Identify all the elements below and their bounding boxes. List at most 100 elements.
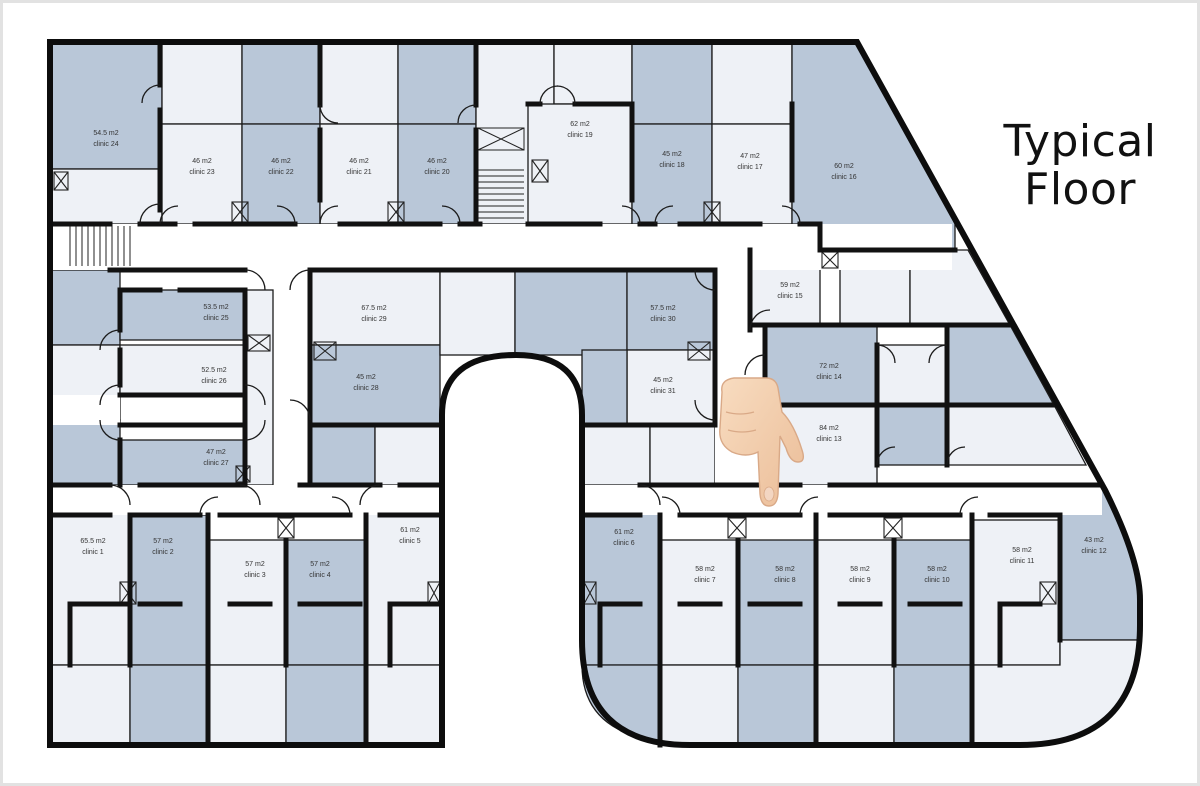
stair-icon — [69, 127, 525, 266]
label-area-5: 61 m2 — [400, 527, 420, 534]
label-area-10: 58 m2 — [927, 566, 947, 573]
label-name-8: clinic 8 — [774, 577, 796, 584]
label-area-28: 45 m2 — [356, 374, 376, 381]
room-clinic-1-fill — [51, 499, 131, 666]
label-name-14: clinic 14 — [816, 374, 841, 381]
wet-core — [244, 289, 274, 486]
room-block — [581, 349, 628, 426]
room-block — [631, 43, 713, 125]
label-area-17: 47 m2 — [740, 153, 760, 160]
label-area-19: 62 m2 — [570, 121, 590, 128]
room-block — [309, 424, 376, 486]
room-block — [737, 664, 817, 744]
label-area-22: 46 m2 — [271, 158, 291, 165]
room-clinic-22-fill — [241, 123, 321, 225]
title-line-1: Typical — [1003, 116, 1157, 167]
room-clinic-31-fill — [626, 349, 716, 426]
room-clinic-24-fill — [51, 43, 163, 170]
label-name-22: clinic 22 — [268, 169, 293, 176]
label-name-31: clinic 31 — [650, 388, 675, 395]
label-area-15: 59 m2 — [780, 282, 800, 289]
label-name-23: clinic 23 — [189, 169, 214, 176]
room-block — [711, 43, 793, 125]
label-name-18: clinic 18 — [659, 162, 684, 169]
room-clinic-17-fill — [711, 123, 793, 225]
room-labels: 54.5 m2 clinic 24 46 m2 clinic 23 46 m2 … — [80, 121, 1106, 584]
floor-title: Typical Floor — [985, 118, 1175, 213]
room-block — [51, 664, 131, 746]
label-name-28: clinic 28 — [353, 385, 378, 392]
label-area-2: 57 m2 — [153, 538, 173, 545]
room-block — [51, 269, 121, 346]
label-area-30: 57.5 m2 — [650, 305, 675, 312]
label-name-7: clinic 7 — [694, 577, 716, 584]
room-block — [51, 419, 121, 486]
label-name-12: clinic 12 — [1081, 548, 1106, 555]
room-block — [649, 424, 716, 486]
label-area-27: 47 m2 — [206, 449, 226, 456]
label-name-17: clinic 17 — [737, 164, 762, 171]
room-block — [285, 664, 367, 746]
label-area-29: 67.5 m2 — [361, 305, 386, 312]
room-clinic-11-fill — [971, 519, 1061, 666]
room-block — [439, 269, 516, 356]
door-swings — [99, 84, 979, 516]
room-block — [514, 269, 628, 356]
room-block — [581, 424, 651, 486]
room-clinic-2-fill — [129, 514, 209, 666]
label-name-10: clinic 10 — [924, 577, 949, 584]
room-block — [207, 664, 287, 746]
pointing-hand-icon — [719, 377, 805, 507]
room-block — [241, 43, 321, 125]
building-outline — [47, 39, 1143, 748]
label-area-26: 52.5 m2 — [201, 367, 226, 374]
label-area-31: 45 m2 — [653, 377, 673, 384]
label-name-9: clinic 9 — [849, 577, 871, 584]
label-area-21: 46 m2 — [349, 158, 369, 165]
label-name-15: clinic 15 — [777, 293, 802, 300]
label-area-16: 60 m2 — [834, 163, 854, 170]
shaft-icons — [53, 159, 1057, 605]
label-name-20: clinic 20 — [424, 169, 449, 176]
label-area-11: 58 m2 — [1012, 547, 1032, 554]
label-area-14: 72 m2 — [819, 363, 839, 370]
room-clinic-27-fill — [119, 439, 246, 486]
label-name-11: clinic 11 — [1010, 558, 1035, 565]
room-block — [319, 43, 399, 125]
room-block — [553, 43, 633, 105]
label-area-4: 57 m2 — [310, 561, 330, 568]
label-name-30: clinic 30 — [650, 316, 675, 323]
label-name-3: clinic 3 — [244, 572, 266, 579]
label-area-20: 46 m2 — [427, 158, 447, 165]
room-block — [876, 344, 948, 406]
room-clinic-26-fill — [119, 344, 246, 396]
room-block — [374, 424, 443, 486]
room-clinic-20-fill — [397, 123, 477, 225]
room-block — [659, 664, 739, 744]
label-name-13: clinic 13 — [816, 436, 841, 443]
label-area-24: 54.5 m2 — [93, 130, 118, 137]
room-clinic-23-fill — [161, 123, 243, 225]
label-name-16: clinic 16 — [831, 174, 856, 181]
room-block — [365, 664, 443, 746]
room-block — [129, 664, 209, 746]
corridors — [52, 224, 1102, 515]
room-clinic-18-fill — [631, 123, 713, 225]
label-area-18: 45 m2 — [662, 151, 682, 158]
label-name-6: clinic 6 — [613, 540, 635, 547]
label-name-19: clinic 19 — [567, 132, 592, 139]
room-block — [51, 168, 163, 225]
title-line-2: Floor — [1024, 163, 1136, 215]
label-name-2: clinic 2 — [152, 549, 174, 556]
label-area-23: 46 m2 — [192, 158, 212, 165]
label-area-1: 65.5 m2 — [80, 538, 105, 545]
room-block — [815, 664, 895, 744]
label-name-1: clinic 1 — [82, 549, 104, 556]
label-area-9: 58 m2 — [850, 566, 870, 573]
label-area-12: 43 m2 — [1084, 537, 1104, 544]
label-name-25: clinic 25 — [203, 315, 228, 322]
label-name-26: clinic 26 — [201, 378, 226, 385]
label-name-27: clinic 27 — [203, 460, 228, 467]
